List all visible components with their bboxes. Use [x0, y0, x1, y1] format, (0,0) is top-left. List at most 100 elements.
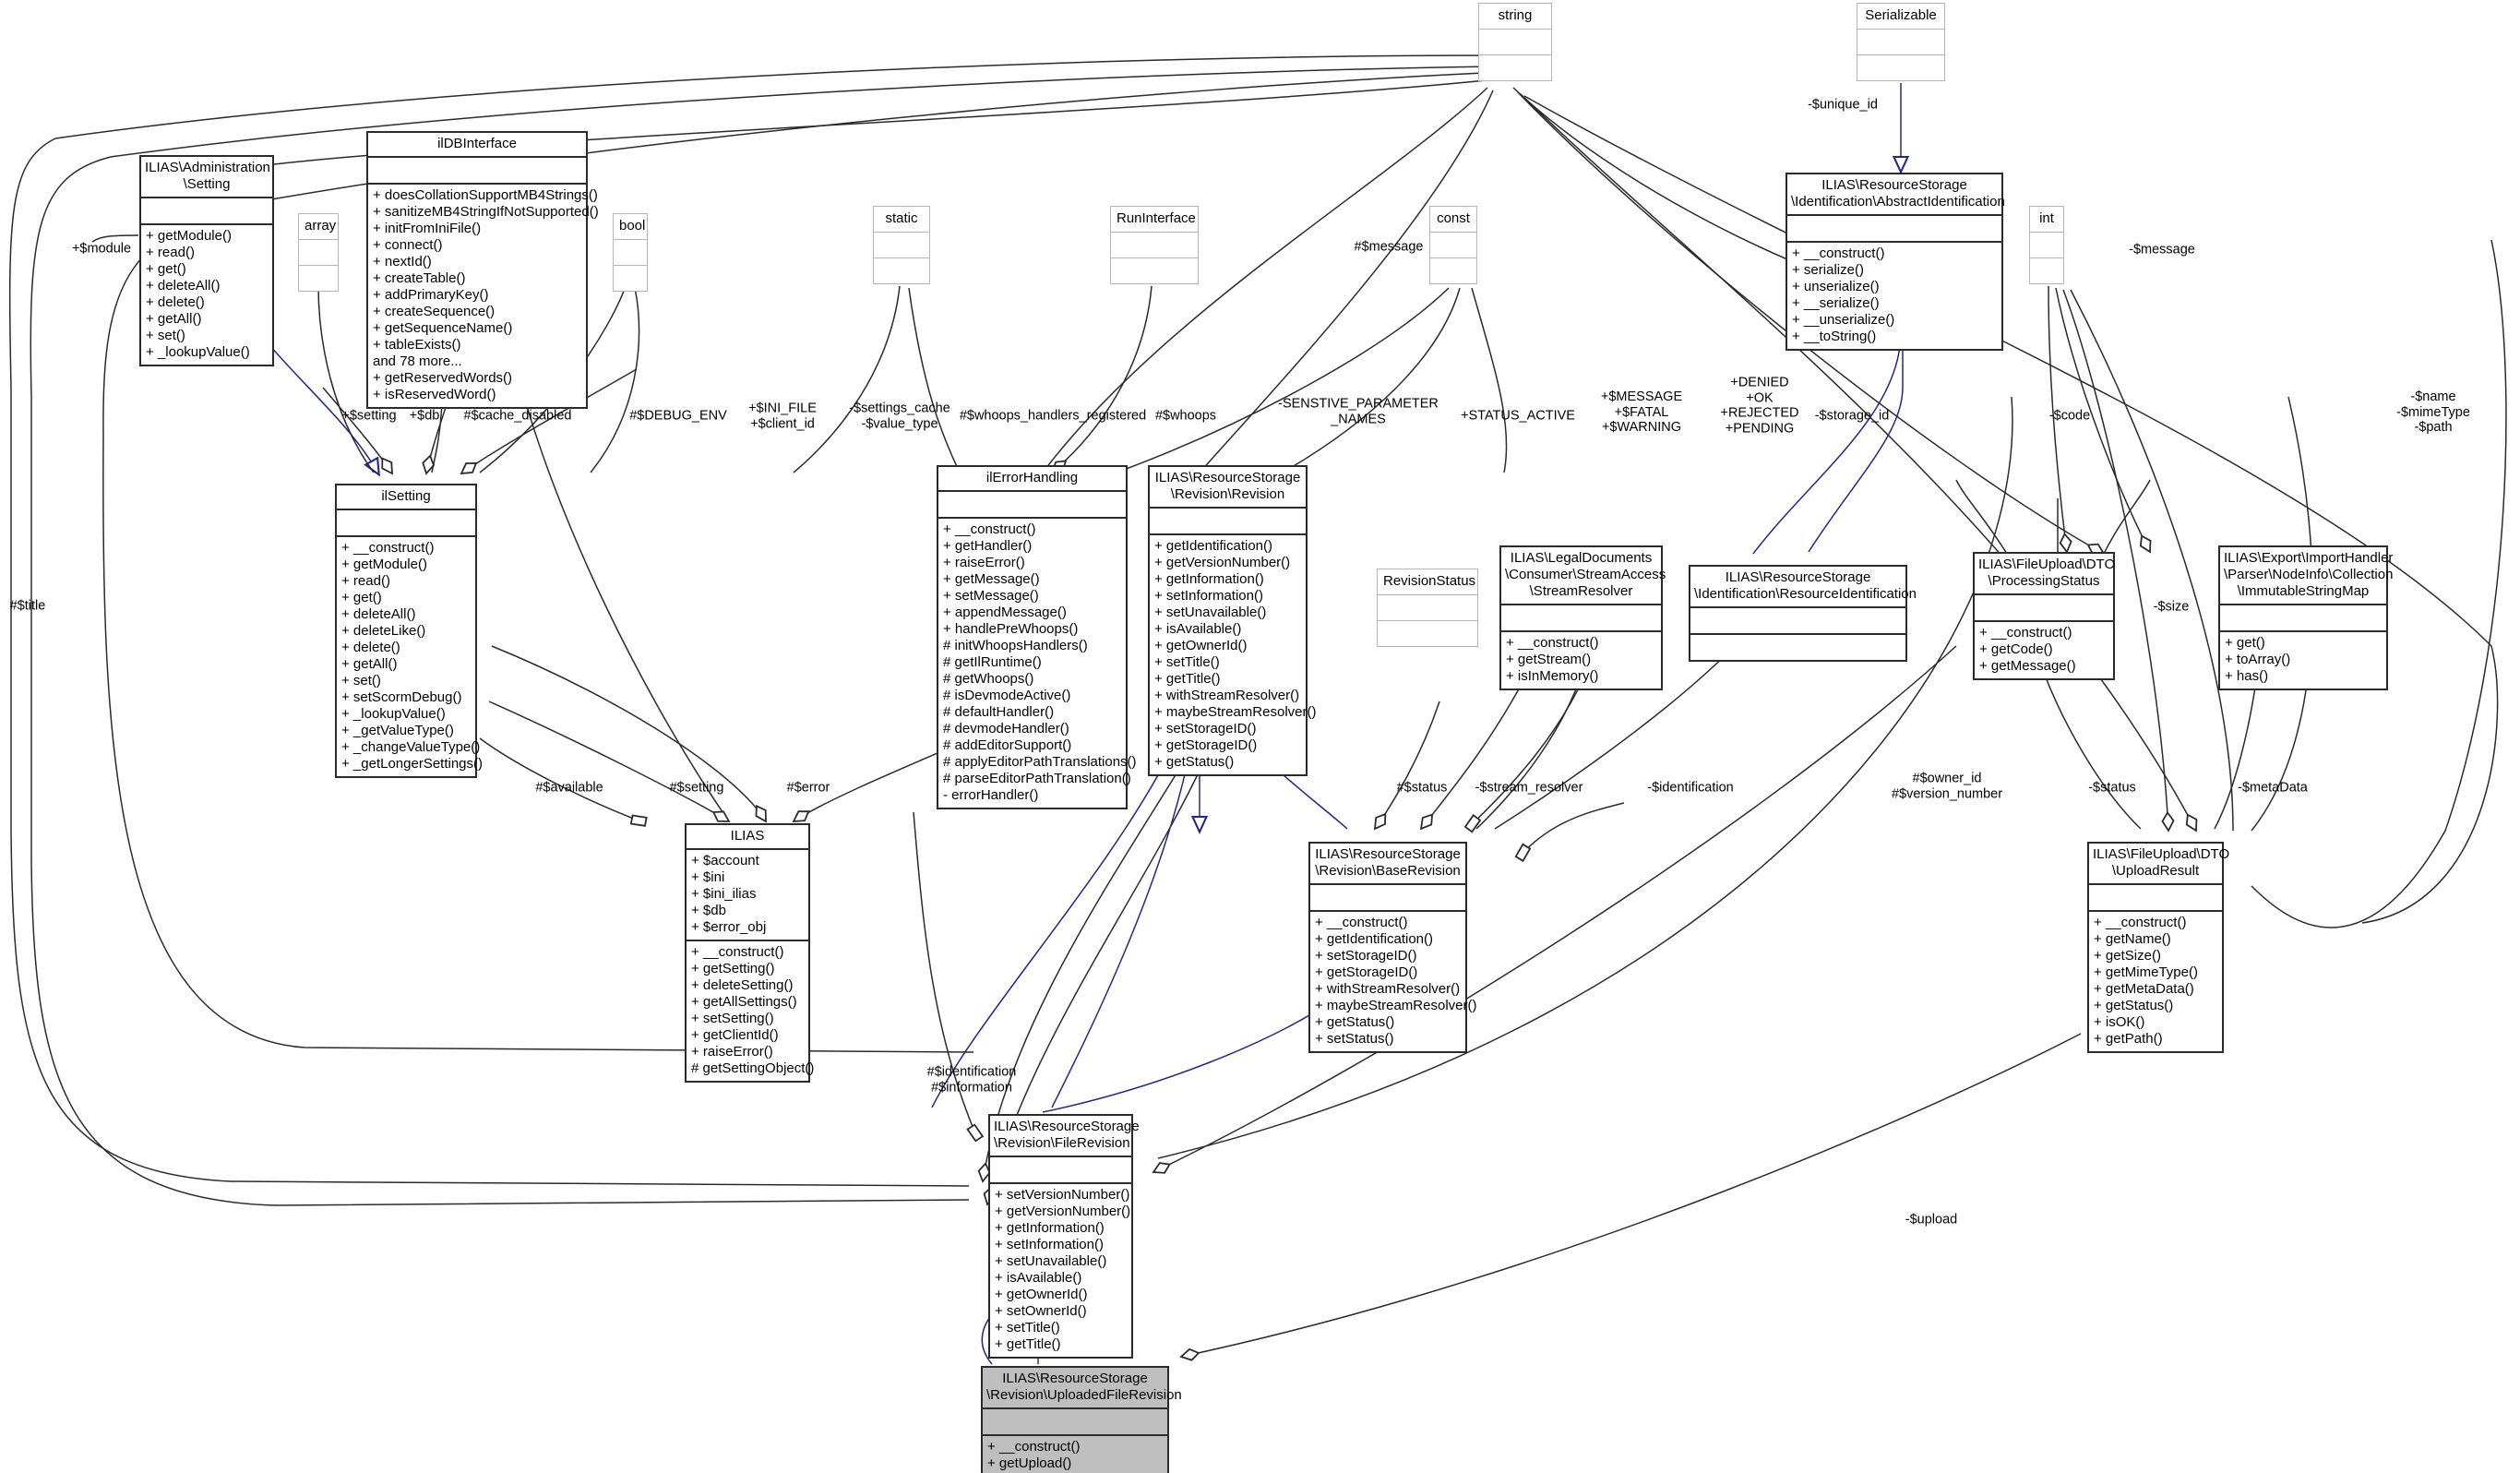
operation-row: + isAvailable() — [1154, 621, 1242, 637]
edge-label-setting1: +$setting — [341, 408, 397, 424]
class-title: RevisionStatus — [1383, 573, 1476, 589]
class-attributes — [983, 1409, 1167, 1434]
class-title: Serializable — [1865, 7, 1937, 23]
edge-label-denied-ok-rejected-pending: +DENIED +OK +REJECTED +PENDING — [1720, 375, 1799, 437]
class-attributes — [1111, 233, 1198, 257]
class-title: ILIAS\LegalDocuments \Consumer\StreamAcc… — [1505, 550, 1666, 599]
class-box-resourceidentification[interactable]: ILIAS\ResourceStorage \Identification\Re… — [1689, 565, 1917, 662]
operation-row: + getOwnerId() — [1154, 638, 1248, 653]
operation-row: + setSetting() — [691, 1011, 774, 1026]
class-attributes — [299, 240, 338, 265]
class-box-string[interactable]: string — [1478, 3, 1552, 81]
edge-label-unique-id: -$unique_id — [1808, 97, 1878, 113]
operation-row: # defaultHandler() — [943, 704, 1055, 720]
edge-label-name-mimetype-path: -$name -$mimeType -$path — [2396, 389, 2470, 436]
operation-row: + __construct() — [943, 521, 1036, 537]
class-box-array[interactable]: array — [298, 213, 339, 292]
operation-row: # getWhoops() — [943, 671, 1034, 687]
operation-row: + connect() — [373, 237, 443, 253]
operation-row: + sanitizeMB4StringIfNotSupported() — [373, 204, 599, 220]
operation-row: + getInformation() — [995, 1220, 1105, 1236]
class-attributes — [1378, 595, 1477, 620]
class-box-uploadedfilerevision[interactable]: ILIAS\ResourceStorage \Revision\Uploaded… — [981, 1366, 1182, 1473]
class-attributes — [1975, 595, 2113, 620]
class-attributes — [1857, 30, 1944, 54]
operation-row: + __unserialize() — [1792, 312, 1895, 328]
class-operations: + __construct() + getUpload() — [983, 1436, 1167, 1473]
class-operations — [1378, 621, 1477, 646]
edge-label-upload: -$upload — [1905, 1212, 1958, 1228]
class-box-bool[interactable]: bool — [613, 213, 648, 292]
class-attributes — [1690, 608, 1905, 633]
operation-row: + addPrimaryKey() — [373, 287, 489, 303]
class-title: static — [885, 210, 918, 226]
operation-row: + setUnavailable() — [995, 1253, 1107, 1269]
operation-row: + getAll() — [341, 656, 398, 672]
class-box-filerevision[interactable]: ILIAS\ResourceStorage \Revision\FileRevi… — [988, 1114, 1140, 1359]
class-box-const[interactable]: const — [1429, 206, 1477, 284]
operation-row: + setOwnerId() — [995, 1303, 1087, 1319]
edge-label-whoops-handlers: #$whoops_handlers_registered — [959, 408, 1147, 424]
class-title: bool — [619, 218, 646, 234]
class-box-abstractidentification[interactable]: ILIAS\ResourceStorage \Identification\Ab… — [1785, 173, 2005, 351]
operation-row: + raiseError() — [691, 1044, 773, 1060]
class-title: ilErrorHandling — [985, 470, 1079, 485]
class-box-ilerrorhandling[interactable]: ilErrorHandling + __construct() + getHan… — [937, 465, 1137, 809]
class-box-ilias[interactable]: ILIAS + $account + $ini + $ini_ilias + $… — [685, 823, 814, 1083]
class-box-uploadresult[interactable]: ILIAS\FileUpload\DTO \UploadResult + __c… — [2087, 842, 2229, 1053]
class-box-runinterface[interactable]: RunInterface — [1110, 206, 1199, 284]
operation-row: # parseEditorPathTranslation() — [943, 771, 1131, 786]
attribute-row: + $error_obj — [691, 919, 767, 935]
operation-row: + getStatus() — [1154, 754, 1235, 770]
operation-row: + setStorageID() — [1315, 948, 1417, 964]
operation-row: + isInMemory() — [1506, 668, 1599, 684]
divider — [1479, 29, 1551, 30]
operation-row: + setVersionNumber() — [995, 1187, 1130, 1203]
divider — [983, 1407, 1167, 1409]
operation-row: + isAvailable() — [995, 1270, 1082, 1286]
operation-row: + getVersionNumber() — [1154, 555, 1291, 570]
class-box-streamresolver[interactable]: ILIAS\LegalDocuments \Consumer\StreamAcc… — [1499, 545, 1666, 690]
class-attributes — [1787, 216, 2001, 241]
class-operations — [1857, 55, 1944, 80]
class-box-processingstatus[interactable]: ILIAS\FileUpload\DTO \ProcessingStatus +… — [1973, 552, 2115, 680]
class-box-ilsetting[interactable]: ilSetting + __construct() + getModule() … — [335, 484, 484, 778]
class-box-ildbinterface[interactable]: ilDBInterface + doesCollationSupportMB4S… — [366, 131, 599, 409]
operation-row: + getUpload() — [987, 1455, 1072, 1471]
class-operations — [874, 258, 929, 283]
class-attributes: + $account + $ini + $ini_ilias + $db + $… — [687, 850, 808, 940]
operation-row: + _changeValueType() — [341, 739, 481, 755]
operation-row: + setScormDebug() — [341, 689, 462, 705]
class-operations — [1430, 258, 1476, 283]
operation-row: + _getLongerSettings() — [341, 756, 484, 772]
operation-row: + setStorageID() — [1154, 721, 1257, 736]
class-box-int[interactable]: int — [2029, 206, 2064, 284]
divider — [983, 1434, 1167, 1436]
class-box-serializable[interactable]: Serializable — [1857, 3, 1945, 81]
class-box-immutablestringmap[interactable]: ILIAS\Export\ImportHandler \Parser\NodeI… — [2218, 545, 2393, 690]
class-operations: + getIdentification() + getVersionNumber… — [1150, 535, 1316, 774]
class-attributes — [2089, 885, 2222, 910]
class-operations: + __construct() + getModule() + read() +… — [337, 537, 484, 776]
operation-row: + getCode() — [1979, 641, 2053, 657]
operation-row: + __construct() — [2094, 915, 2187, 930]
divider — [1857, 29, 1944, 30]
class-operations — [1479, 55, 1551, 80]
operation-row: # getIlRuntime() — [943, 654, 1042, 670]
class-box-revisionstatus[interactable]: RevisionStatus — [1377, 569, 1478, 647]
class-box-baserevision[interactable]: ILIAS\ResourceStorage \Revision\BaseRevi… — [1308, 842, 1476, 1053]
operation-row: + getAllSettings() — [691, 994, 797, 1010]
class-operations: + __construct() + getIdentification() + … — [1310, 912, 1476, 1051]
operation-row: + getModule() — [341, 557, 427, 572]
class-box-static[interactable]: static — [873, 206, 930, 284]
edge-label-settings-cache: -$settings_cache -$value_type — [849, 401, 950, 431]
class-box-revision[interactable]: ILIAS\ResourceStorage \Revision\Revision… — [1148, 465, 1316, 776]
edge-label-title: #$title — [9, 598, 46, 614]
operation-row: + getIdentification() — [1315, 931, 1433, 947]
operation-row: + getStorageID() — [1315, 964, 1418, 980]
class-operations: + setVersionNumber() + getVersionNumber(… — [990, 1184, 1131, 1357]
class-box-ilias-administration-setting[interactable]: ILIAS\Administration \Setting + getModul… — [139, 155, 274, 366]
edge-label-whoops: #$whoops — [1154, 408, 1217, 424]
divider — [1857, 54, 1944, 55]
operation-row: + __construct() — [1979, 625, 2072, 641]
